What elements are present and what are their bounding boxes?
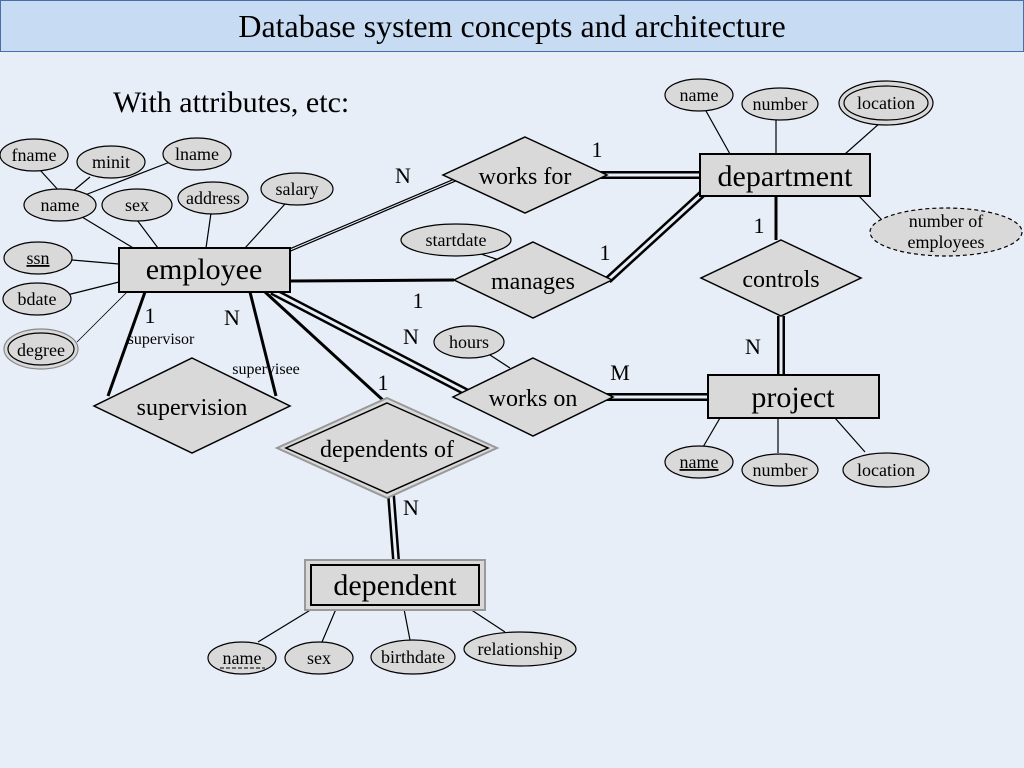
slide-title: Database system concepts and architectur…	[238, 7, 786, 44]
cardinality-manages-employee: 1	[413, 288, 424, 313]
attribute-department-number: number	[741, 87, 819, 121]
attribute-hours: hours	[433, 325, 505, 359]
relationship-works-on-label: works on	[489, 386, 578, 412]
attribute-employee-sex-label: sex	[125, 195, 149, 215]
attribute-address: address	[177, 181, 249, 215]
relationship-works-on: works on	[451, 357, 615, 437]
cardinality-dependents-of-employee: 1	[378, 370, 389, 395]
attribute-dependent-sex: sex	[284, 641, 354, 675]
attribute-dependent-birthdate: birthdate	[370, 639, 456, 675]
relationship-supervision: supervision	[92, 357, 292, 454]
entity-dependent-label: dependent	[333, 569, 457, 602]
attribute-ssn-label: ssn	[26, 248, 49, 268]
attribute-dependent-name-label: name	[223, 648, 262, 668]
attribute-project-location-label: location	[857, 460, 915, 480]
attribute-project-number-label: number	[753, 460, 808, 480]
cardinality-dependents-of-dependent: N	[403, 495, 419, 520]
attribute-department-number-label: number	[753, 94, 808, 114]
attribute-department-name-label: name	[680, 85, 719, 105]
attribute-salary-label: salary	[276, 179, 319, 199]
attribute-project-name: name	[664, 445, 734, 479]
attribute-department-location: location	[838, 80, 934, 126]
cardinality-works-on-project: M	[610, 360, 630, 385]
attribute-number-of-employees-line2: employees	[908, 232, 985, 252]
cardinality-works-for-employee: N	[395, 163, 411, 188]
attribute-project-name-label: name	[680, 452, 719, 472]
attribute-lname: lname	[162, 137, 232, 171]
relationship-manages-label: manages	[491, 269, 575, 295]
attribute-bdate: bdate	[2, 282, 72, 316]
relationship-dependents-of: dependents of	[274, 396, 500, 500]
cardinality-supervision-supervisee: N	[224, 305, 240, 330]
attribute-dependent-relationship-label: relationship	[478, 639, 563, 659]
relationship-dependents-of-label: dependents of	[320, 437, 454, 463]
cardinality-supervision-supervisor: 1	[145, 303, 156, 328]
slide-subtitle: With attributes, etc:	[113, 86, 349, 119]
entity-project-label: project	[751, 381, 835, 414]
attribute-startdate-label: startdate	[426, 230, 487, 250]
connector-lines	[39, 110, 883, 643]
attribute-hours-label: hours	[449, 332, 489, 352]
role-supervisee: supervisee	[232, 361, 300, 378]
entity-department-label: department	[718, 160, 854, 193]
attribute-dependent-sex-label: sex	[307, 648, 331, 668]
entity-project: project	[707, 374, 880, 419]
attribute-employee-name: name	[23, 188, 97, 222]
relationship-supervision-label: supervision	[137, 395, 248, 421]
relationship-works-for-label: works for	[479, 164, 572, 190]
cardinality-works-on-employee: N	[403, 324, 419, 349]
attribute-salary: salary	[260, 172, 334, 206]
entity-employee-label: employee	[146, 253, 263, 286]
entity-department: department	[699, 153, 871, 197]
attribute-degree: degree	[3, 328, 79, 370]
attribute-project-number: number	[741, 453, 819, 487]
cardinality-controls-department: 1	[754, 213, 765, 238]
relationship-controls: controls	[699, 239, 863, 317]
attribute-department-location-label: location	[857, 93, 915, 113]
attribute-fname-label: fname	[12, 145, 57, 165]
entity-employee: employee	[118, 247, 291, 293]
role-supervisor: supervisor	[128, 331, 195, 348]
attribute-number-of-employees-line1: number of	[909, 211, 983, 231]
attribute-department-name: name	[664, 78, 734, 112]
attribute-lname-label: lname	[175, 144, 219, 164]
attribute-number-of-employees: number of employees	[869, 207, 1023, 257]
attribute-employee-name-label: name	[41, 195, 80, 215]
attribute-employee-sex: sex	[101, 188, 173, 222]
attribute-dependent-birthdate-label: birthdate	[381, 647, 445, 667]
attribute-fname: fname	[0, 138, 69, 172]
title-bar: Database system concepts and architectur…	[0, 0, 1024, 52]
attribute-ssn: ssn	[3, 241, 73, 275]
relationship-controls-label: controls	[742, 267, 819, 293]
entity-dependent: dependent	[304, 559, 486, 611]
relationship-manages: manages	[452, 241, 614, 319]
relationship-works-for: works for	[441, 136, 609, 214]
attribute-dependent-name: name	[207, 641, 277, 675]
attribute-project-location: location	[842, 452, 930, 488]
attribute-address-label: address	[186, 188, 240, 208]
cardinality-manages-department: 1	[600, 240, 611, 265]
attribute-dependent-relationship: relationship	[463, 631, 577, 667]
attribute-degree-label: degree	[17, 340, 65, 360]
cardinality-works-for-department: 1	[592, 137, 603, 162]
attribute-minit-label: minit	[92, 152, 130, 172]
attribute-minit: minit	[76, 145, 146, 179]
cardinality-controls-project: N	[745, 334, 761, 359]
attribute-bdate-label: bdate	[18, 289, 57, 309]
attribute-startdate: startdate	[400, 223, 512, 257]
